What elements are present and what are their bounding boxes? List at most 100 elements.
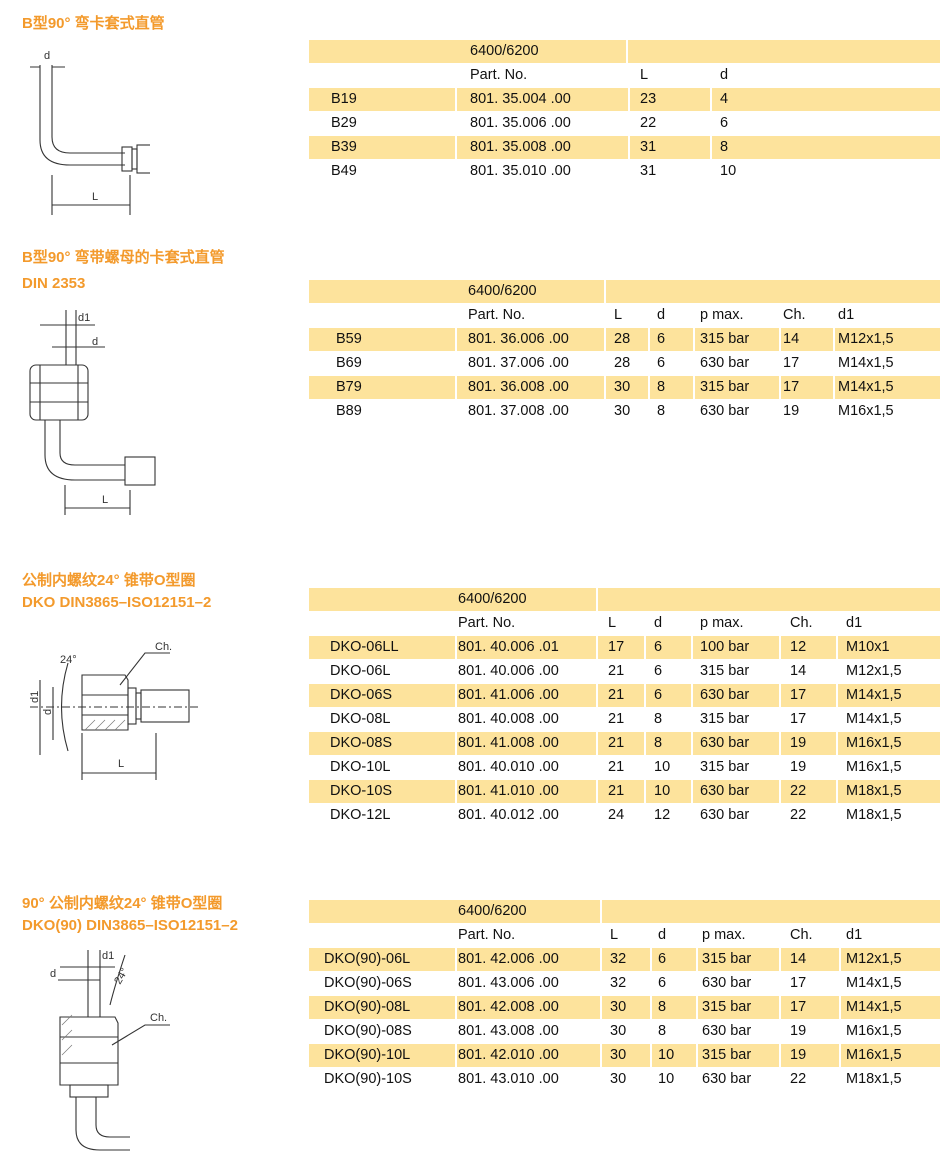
table-cell: 10 [658, 1071, 675, 1087]
table-cell: 315 bar [702, 951, 752, 967]
table-cell: 22 [790, 783, 807, 799]
table-cell: 801. 41.008 .00 [458, 735, 559, 751]
row-band [781, 636, 836, 659]
table-cell: 801. 43.008 .00 [458, 1023, 559, 1039]
column-header: Part. No. [458, 615, 516, 631]
table-cell: 30 [610, 1047, 627, 1063]
row-band [838, 732, 940, 755]
table-cell: 801. 40.010 .00 [458, 759, 559, 775]
table-cell: 31 [640, 139, 657, 155]
table-cell: 801. 37.008 .00 [468, 403, 569, 419]
table-cell: M12x1,5 [838, 331, 894, 347]
table-cell: 32 [610, 951, 627, 967]
row-band [309, 328, 455, 351]
row-band [598, 684, 644, 707]
table-cell: 17 [783, 355, 800, 371]
table-cell: M12x1,5 [846, 663, 902, 679]
table-cell: 315 bar [702, 1047, 752, 1063]
row-band [309, 376, 455, 399]
row-band [602, 1044, 650, 1067]
table-cell: M18x1,5 [846, 1071, 902, 1087]
row-band [457, 780, 596, 803]
row-band [457, 996, 600, 1019]
table-cell: DKO(90)-10S [324, 1071, 412, 1087]
series-label: 6400/6200 [458, 591, 527, 607]
table-cell: 6 [658, 951, 667, 967]
series-label: 6400/6200 [468, 283, 537, 299]
band [598, 588, 940, 611]
row-band [652, 996, 696, 1019]
table-cell: 21 [608, 759, 625, 775]
table-cell: M16x1,5 [846, 1047, 902, 1063]
svg-text:d1: d1 [29, 691, 41, 703]
table-cell: 12 [790, 639, 807, 655]
row-band [841, 1044, 940, 1067]
band [602, 900, 940, 923]
table-cell: DKO-06L [330, 663, 391, 679]
table-cell: 19 [790, 735, 807, 751]
row-band [457, 328, 604, 351]
table-cell: M14x1,5 [838, 355, 894, 371]
table-cell: 19 [790, 1023, 807, 1039]
table-cell: 21 [608, 687, 625, 703]
svg-text:d1: d1 [102, 950, 114, 962]
table-cell: 801. 37.006 .00 [468, 355, 569, 371]
table-cell: 24 [608, 807, 625, 823]
table-cell: 801. 40.008 .00 [458, 711, 559, 727]
table-cell: B29 [331, 115, 357, 131]
row-band [781, 1044, 839, 1067]
table-cell: DKO(90)-06S [324, 975, 412, 991]
row-band [693, 732, 779, 755]
row-band [309, 732, 455, 755]
table-cell: DKO(90)-06L [324, 951, 411, 967]
table-cell: 21 [608, 783, 625, 799]
svg-text:d: d [44, 50, 50, 62]
table-cell: 17 [608, 639, 625, 655]
svg-text:24°: 24° [112, 966, 131, 986]
table-cell: DKO-10S [330, 783, 393, 799]
row-band [838, 636, 940, 659]
row-band [650, 376, 693, 399]
row-band [693, 780, 779, 803]
table-cell: M18x1,5 [846, 783, 902, 799]
table-cell: B79 [336, 379, 362, 395]
table-cell: 315 bar [700, 663, 750, 679]
table-cell: 14 [790, 951, 807, 967]
table-cell: 19 [783, 403, 800, 419]
row-band [309, 1044, 455, 1067]
table-cell: B69 [336, 355, 362, 371]
elbow-tube-drawing: d L [30, 50, 150, 215]
table-cell: M14x1,5 [846, 999, 902, 1015]
column-header: Part. No. [470, 67, 528, 83]
row-band [698, 1044, 779, 1067]
svg-text:L: L [92, 191, 98, 203]
table-cell: 31 [640, 163, 657, 179]
table-cell: 801. 35.010 .00 [470, 163, 571, 179]
row-band [309, 780, 455, 803]
column-header: d [658, 927, 667, 943]
table-cell: M16x1,5 [846, 759, 902, 775]
series-header-row: 6400/6200 [309, 588, 940, 611]
table-cell: DKO-06S [330, 687, 393, 703]
row-band [698, 996, 779, 1019]
table-cell: 630 bar [700, 403, 750, 419]
row-band [841, 948, 940, 971]
dko90-fitting-drawing: d1 d 24° Ch. [50, 950, 170, 1151]
table-cell: 801. 42.006 .00 [458, 951, 559, 967]
